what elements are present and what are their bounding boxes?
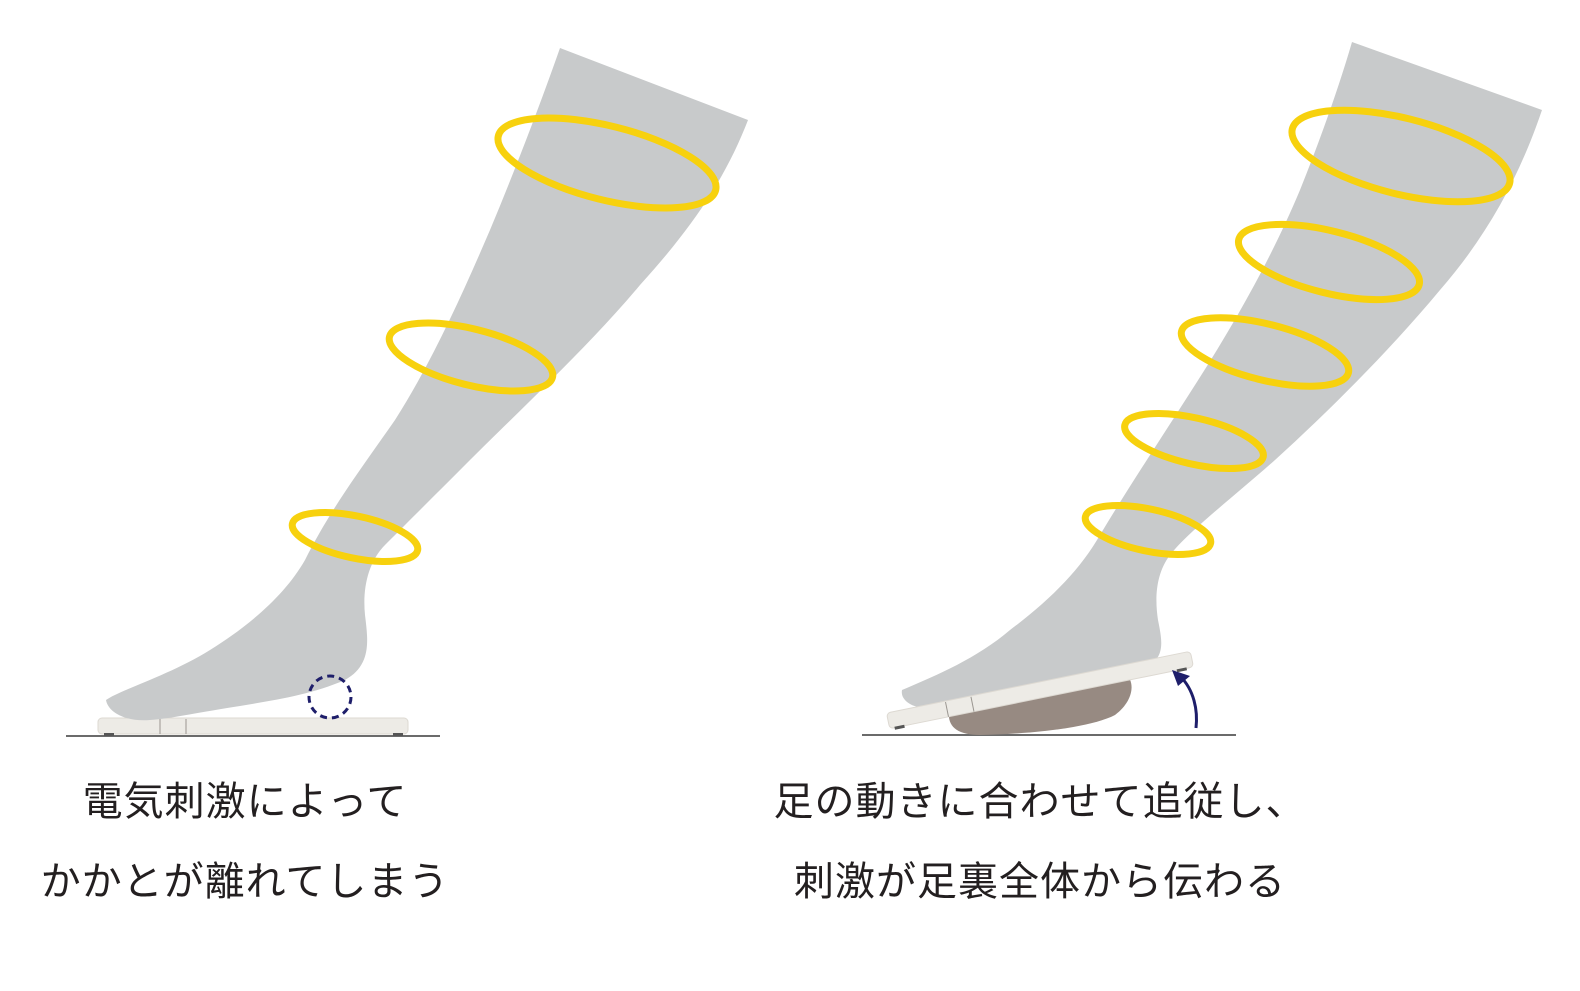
ring-5 (1081, 502, 1215, 558)
ring-3 (1177, 314, 1353, 390)
flat-plate (97, 717, 409, 736)
right-panel (862, 42, 1542, 736)
caption-left: 電気刺激によって かかとが離れてしまう (30, 762, 460, 922)
compression-rings (1081, 106, 1514, 558)
leg-silhouette (106, 48, 748, 721)
ring-2 (385, 319, 557, 395)
curved-arrow-up-icon (1172, 670, 1198, 729)
caption-line: かかとが離れてしまう (40, 859, 450, 905)
left-panel (66, 48, 748, 737)
ring-4 (1121, 409, 1267, 473)
ring-2 (1234, 220, 1424, 304)
caption-right: 足の動きに合わせて追従し、 刺激が足裏全体から伝わる (760, 762, 1320, 922)
caption-line: 電気刺激によって (82, 779, 408, 825)
ring-1 (1288, 106, 1514, 206)
tilted-plate (886, 651, 1194, 730)
caption-line: 刺激が足裏全体から伝わる (794, 859, 1286, 905)
leg-silhouette (901, 42, 1542, 709)
compression-rings (288, 114, 720, 565)
caption-line: 足の動きに合わせて追従し、 (773, 779, 1307, 825)
ring-1 (494, 114, 720, 212)
heel-gap-circle (307, 674, 353, 720)
ring-3 (288, 509, 422, 565)
